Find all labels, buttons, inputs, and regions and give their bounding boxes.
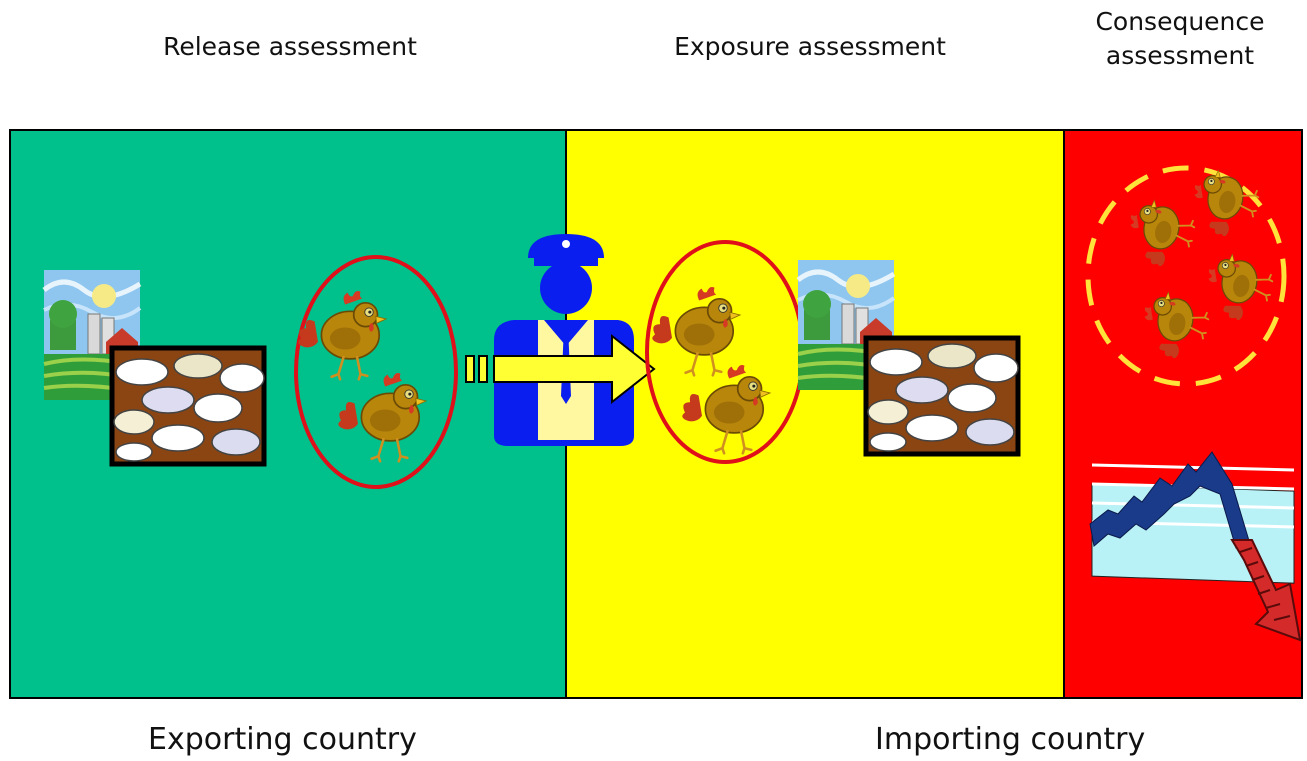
export-chickens-group: [294, 255, 458, 489]
chicken-flock-icon: [866, 338, 1018, 454]
declining-chart-icon: [1089, 451, 1302, 642]
dashed-ring: [1085, 165, 1287, 387]
release-assessment-heading: Release assessment: [163, 32, 417, 61]
consequence-chickens-group: [1085, 165, 1287, 387]
importing-country-label: Importing country: [875, 722, 1146, 757]
consequence-heading-line2: assessment: [1105, 41, 1255, 70]
consequence-assessment-heading: Consequence assessment: [1060, 5, 1300, 73]
consequence-heading-line1: Consequence: [1095, 7, 1265, 36]
exposure-assessment-heading: Exposure assessment: [674, 32, 946, 61]
chicken-flock-icon: [112, 348, 264, 464]
release-panel: [9, 129, 567, 699]
consequence-panel: [1063, 129, 1303, 699]
export-ring: [294, 255, 458, 489]
transfer-arrow-icon: [465, 333, 656, 405]
exporting-country-label: Exporting country: [148, 722, 417, 757]
